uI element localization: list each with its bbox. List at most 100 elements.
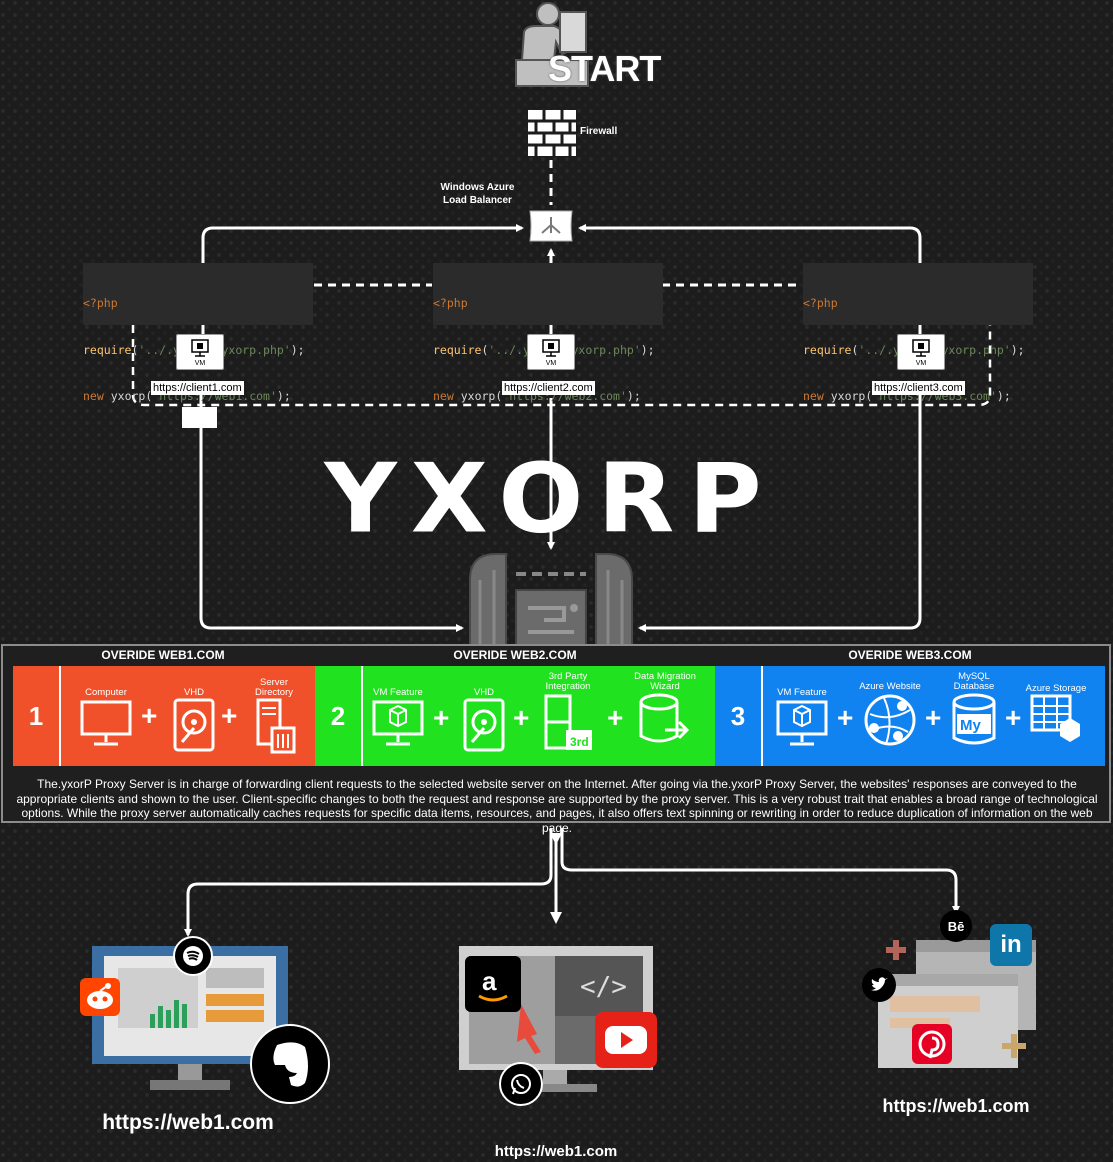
plus-sign: + <box>513 702 530 733</box>
override-title-web1: OVERIDE WEB1.COM <box>101 648 225 662</box>
vm-label: VM <box>545 360 557 367</box>
reddit-icon[interactable] <box>80 978 120 1016</box>
monitor-icon <box>80 700 132 746</box>
code-require: require <box>83 342 132 357</box>
override-band-web3: 3 VM Feature + Azure Website + MySQL Dat… <box>715 666 1105 766</box>
site-web2: </> a <box>455 944 665 1109</box>
plus-sign: + <box>221 700 238 731</box>
puzzle-icon: 3rd <box>544 694 592 750</box>
load-balancer-icon <box>529 210 573 242</box>
site-web3-label[interactable]: https://web1.com <box>882 1096 1030 1116</box>
item-label: Computer <box>85 687 127 698</box>
vm-label: VM <box>915 360 927 367</box>
override-number: 2 <box>315 666 363 766</box>
azure-website-item: Azure Website <box>855 664 925 751</box>
azure-storage-item: Azure Storage <box>1021 668 1091 747</box>
yxorp-logo: YXORP <box>324 442 776 555</box>
override-number: 1 <box>13 666 61 766</box>
vm-monitor-icon <box>191 339 209 357</box>
computer-item: Computer <box>73 674 139 751</box>
firewall-label: Firewall <box>580 126 618 137</box>
amazon-icon[interactable]: a <box>465 956 521 1012</box>
whatsapp-icon[interactable] <box>499 1062 543 1106</box>
code-php-open: <?php <box>803 296 838 310</box>
mysql-database-icon: My <box>952 693 996 745</box>
third-party-item: 3rd Party Integration 3rd <box>533 662 603 757</box>
person-at-computer-icon <box>515 2 589 87</box>
mysql-badge: My <box>960 717 981 734</box>
behance-icon[interactable]: Bē <box>940 910 972 942</box>
plus-sign: + <box>141 700 158 731</box>
spotify-icon[interactable] <box>173 936 213 976</box>
item-label: Azure Website <box>859 681 921 692</box>
start-node: START <box>514 0 684 90</box>
vm-feature-icon <box>372 700 424 746</box>
server-directory-icon <box>256 698 296 754</box>
override-band-web2: 2 VM Feature + VHD + 3rd Party Integrati… <box>315 666 715 766</box>
table-storage-icon <box>1030 694 1080 742</box>
client-url-1[interactable]: https://client1.com <box>151 381 244 395</box>
proxy-gateway-icon <box>469 553 633 646</box>
code-class: yxorp <box>830 389 866 403</box>
pinterest-icon[interactable] <box>912 1024 952 1064</box>
mysql-database-item: MySQL Database My <box>941 664 1007 751</box>
site-web2-label[interactable]: https://web1.com <box>494 1143 618 1160</box>
item-label: 3rd Party Integration <box>545 671 591 692</box>
override-title-web2: OVERIDE WEB2.COM <box>453 648 577 662</box>
behance-text: Bē <box>947 918 965 934</box>
vm-monitor-icon <box>542 339 560 357</box>
vm-monitor-icon <box>912 339 930 357</box>
code-new: new <box>83 389 104 403</box>
item-label: VM Feature <box>777 687 827 698</box>
vm-feature-icon <box>776 700 828 746</box>
code-class: yxorp <box>460 389 496 403</box>
linkedin-text: in <box>1000 931 1022 958</box>
plus-sign: + <box>837 702 854 733</box>
load-balancer-label-line1: Windows Azure <box>440 182 515 193</box>
item-label: MySQL Database <box>953 671 995 692</box>
load-balancer-label-line2: Load Balancer <box>443 195 512 206</box>
database-migration-icon <box>639 693 690 743</box>
code-php-open: <?php <box>83 296 118 310</box>
linkedin-icon[interactable]: in <box>990 924 1032 966</box>
firewall-node <box>528 110 576 156</box>
override-panel: OVERIDE WEB1.COM 1 Computer + VHD + Serv… <box>1 644 1111 835</box>
override-band-web1: 1 Computer + VHD + Server Directory <box>13 666 315 766</box>
code-new: new <box>433 389 454 403</box>
vm-node-3: VM <box>897 334 945 370</box>
evernote-icon[interactable] <box>250 1024 330 1104</box>
code-new: new <box>803 389 824 403</box>
item-label: Data Migration Wizard <box>634 671 696 692</box>
item-label: VHD <box>183 687 205 698</box>
site-web1-label[interactable]: https://web1.com <box>102 1111 274 1134</box>
item-label: VHD <box>473 687 495 698</box>
plus-sign: + <box>1005 702 1022 733</box>
code-require: require <box>433 342 482 357</box>
svg-text:a: a <box>482 966 497 996</box>
start-label: START <box>548 48 661 89</box>
client-url-2[interactable]: https://client2.com <box>502 381 595 395</box>
item-label: Azure Storage <box>1025 683 1087 694</box>
hard-drive-icon <box>463 698 505 752</box>
override-title-web3: OVERIDE WEB3.COM <box>848 648 972 662</box>
client-url-3[interactable]: https://client3.com <box>872 381 965 395</box>
vm-node-2: VM <box>527 334 575 370</box>
plus-sign: + <box>925 702 942 733</box>
vhd-item: VHD <box>161 674 227 755</box>
site-web1 <box>80 930 340 1104</box>
server-directory-item: Server Directory <box>241 670 307 757</box>
brick-wall-icon <box>528 110 576 156</box>
code-require: require <box>803 342 852 357</box>
hard-drive-icon <box>173 698 215 752</box>
twitter-icon[interactable] <box>862 968 896 1002</box>
site-web3: Bē in <box>860 910 1040 1070</box>
plus-sign: + <box>607 702 624 733</box>
code-block-web1: <?php require('../.yxorp/.yxorp.php'); n… <box>83 263 313 403</box>
youtube-icon[interactable] <box>595 1012 657 1068</box>
code-block-web3: <?php require('../.yxorp/.yxorp.php'); n… <box>803 263 1033 403</box>
third-party-badge: 3rd <box>570 735 589 749</box>
code-class: yxorp <box>110 389 146 403</box>
item-label: VM Feature <box>373 687 423 698</box>
load-balancer-label: Windows Azure Load Balancer <box>430 181 525 207</box>
